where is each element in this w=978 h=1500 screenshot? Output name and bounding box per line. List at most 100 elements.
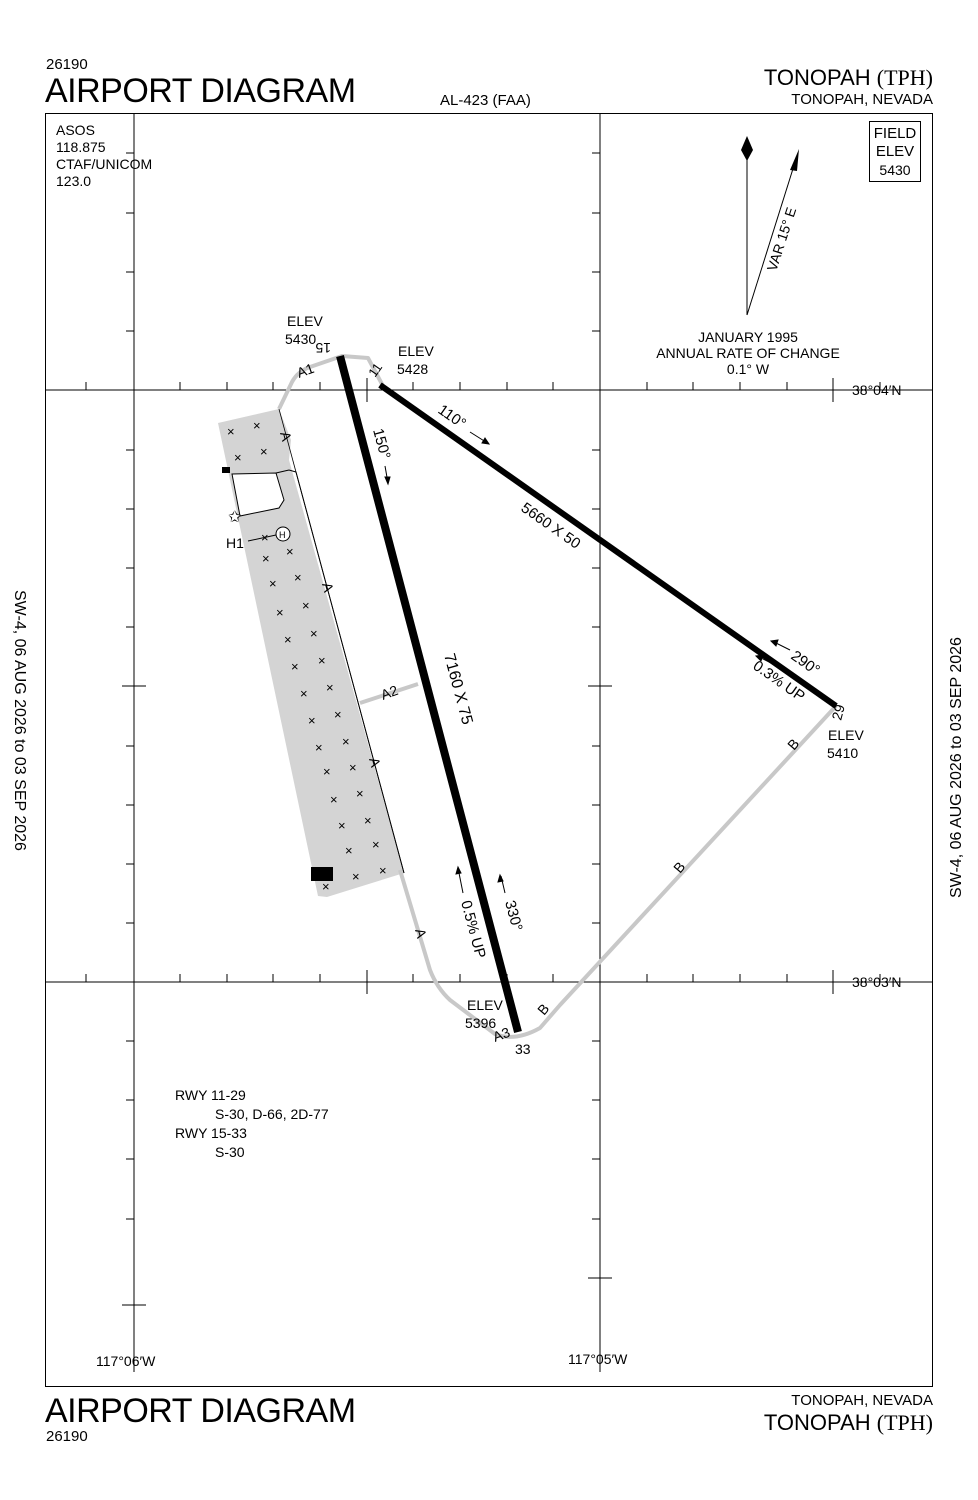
taxiway-a1	[277, 354, 385, 410]
taxiway-b	[398, 704, 838, 1039]
taxiway-label-b-1: B	[534, 1000, 552, 1017]
lat-ticks	[85, 378, 881, 994]
elev-11-value: 5428	[397, 361, 428, 377]
rwy-11-29-heading-east: 110°	[435, 401, 469, 432]
svg-text:×: ×	[227, 424, 235, 439]
svg-text:×: ×	[322, 879, 330, 894]
airport-title: TONOPAH (TPH)	[764, 65, 933, 91]
svg-text:×: ×	[300, 686, 308, 701]
svg-text:×: ×	[269, 576, 277, 591]
variation-rate-label: ANNUAL RATE OF CHANGE	[656, 345, 840, 361]
strength-rwy-11-29: RWY 11-29	[175, 1087, 246, 1103]
footer-airport-title: TONOPAH (TPH)	[764, 1410, 933, 1436]
taxiway-label-a-1: A	[277, 430, 295, 444]
airport-code: (TPH)	[876, 65, 933, 90]
asos-frequency: 118.875	[56, 139, 106, 155]
svg-text:×: ×	[315, 740, 323, 755]
footer-title: AIRPORT DIAGRAM	[45, 1392, 356, 1430]
rwy-end-15: 15	[315, 340, 331, 356]
rwy-end-11: 11	[365, 360, 385, 380]
field-elevation-box: FIELD ELEV 5430	[869, 121, 921, 182]
north-arrows	[741, 136, 799, 316]
helipad-symbol: H	[279, 530, 286, 540]
svg-text:×: ×	[294, 570, 302, 585]
rwy-11-29-heading-west: 290°	[788, 647, 823, 679]
svg-text:×: ×	[302, 598, 310, 613]
svg-text:×: ×	[253, 418, 261, 433]
helipad-circle	[275, 526, 291, 542]
svg-text:×: ×	[308, 713, 316, 728]
taxiway-label-a-3: A	[366, 756, 384, 770]
footer-chart-number: 26190	[46, 1428, 88, 1445]
elev-33-value: 5396	[465, 1015, 496, 1031]
svg-text:×: ×	[352, 869, 360, 884]
svg-text:×: ×	[286, 544, 294, 559]
rwy-11-29-dimensions: 5660 X 50	[518, 499, 584, 552]
lat-north-label: 38°04′N	[852, 382, 901, 398]
comms-block: ASOS 118.875 CTAF/UNICOM 123.0	[56, 122, 152, 190]
building-small	[222, 467, 230, 473]
lon-ticks	[122, 152, 612, 1306]
helipad-label: H1	[226, 535, 244, 551]
lat-south-label: 38°03′N	[852, 974, 901, 990]
field-elev-line2: ELEV	[875, 143, 915, 160]
svg-text:×: ×	[342, 734, 350, 749]
variation-label: VAR 15° E	[764, 205, 800, 273]
taxiway-label-b-2: B	[670, 858, 688, 875]
field-elev-value: 5430	[879, 162, 911, 178]
apron-edge	[278, 408, 405, 874]
true-north-icon	[741, 136, 753, 161]
svg-text:×: ×	[345, 843, 353, 858]
chart-title: AIRPORT DIAGRAM	[45, 72, 356, 110]
svg-text:×: ×	[318, 653, 326, 668]
footer-city-state: TONOPAH, NEVADA	[791, 1392, 933, 1409]
svg-text:×: ×	[284, 632, 292, 647]
ctaf-frequency: 123.0	[56, 173, 92, 189]
svg-text:×: ×	[372, 837, 380, 852]
variation-rate: 0.1° W	[726, 361, 770, 377]
svg-text:×: ×	[323, 764, 331, 779]
effective-date-left: SW-4, 06 AUG 2026 to 03 SEP 2026	[11, 590, 28, 851]
svg-text:×: ×	[338, 818, 346, 833]
helipad-leader	[247, 534, 277, 542]
svg-text:×: ×	[330, 792, 338, 807]
svg-text:×: ×	[364, 813, 372, 828]
svg-text:×: ×	[356, 786, 364, 801]
rwy-15-33-gradient: 0.5% UP	[457, 899, 489, 961]
footer-airport-name: TONOPAH	[763, 1410, 871, 1435]
elev-29-label: ELEV	[828, 727, 864, 743]
svg-text:×: ×	[234, 450, 242, 465]
svg-text:×: ×	[349, 760, 357, 775]
terminal-building	[231, 472, 285, 517]
effective-date-right: SW-4, 06 AUG 2026 to 03 SEP 2026	[948, 637, 965, 898]
taxiway-label-a-2: A	[319, 581, 337, 595]
taxiways	[277, 354, 838, 1039]
taxiway-label-a-4: A	[412, 927, 430, 941]
elev-29-value: 5410	[827, 745, 858, 761]
elev-15-label: ELEV	[287, 313, 323, 329]
taxiway-label-a3: A3	[491, 1024, 513, 1045]
svg-text:×: ×	[334, 707, 342, 722]
asos-label: ASOS	[56, 122, 95, 138]
procedure-id: AL-423 (FAA)	[440, 92, 531, 109]
diagram-frame	[45, 113, 933, 1387]
svg-text:×: ×	[260, 444, 268, 459]
field-elev-line1: FIELD	[873, 125, 917, 142]
rwy-end-33: 33	[515, 1041, 531, 1057]
taxiway-a2	[359, 682, 419, 705]
runway-11-29	[378, 382, 838, 709]
strength-rwy-15-33: RWY 15-33	[175, 1125, 247, 1141]
strength-rwy-15-33-values: S-30	[215, 1144, 245, 1160]
elev-15-value: 5430	[285, 331, 316, 347]
svg-text:×: ×	[291, 659, 299, 674]
svg-text:×: ×	[276, 605, 284, 620]
lon-east-label: 117°05′W	[568, 1351, 628, 1367]
magnetic-note: JANUARY 1995 ANNUAL RATE OF CHANGE 0.1° …	[648, 329, 848, 377]
elev-11-label: ELEV	[398, 343, 434, 359]
runway-strength: RWY 11-29 S-30, D-66, 2D-77 RWY 15-33 S-…	[175, 1086, 329, 1162]
svg-text:×: ×	[326, 680, 334, 695]
airport-name: TONOPAH	[763, 65, 871, 90]
rwy-15-33-heading-south: 150°	[369, 427, 393, 461]
